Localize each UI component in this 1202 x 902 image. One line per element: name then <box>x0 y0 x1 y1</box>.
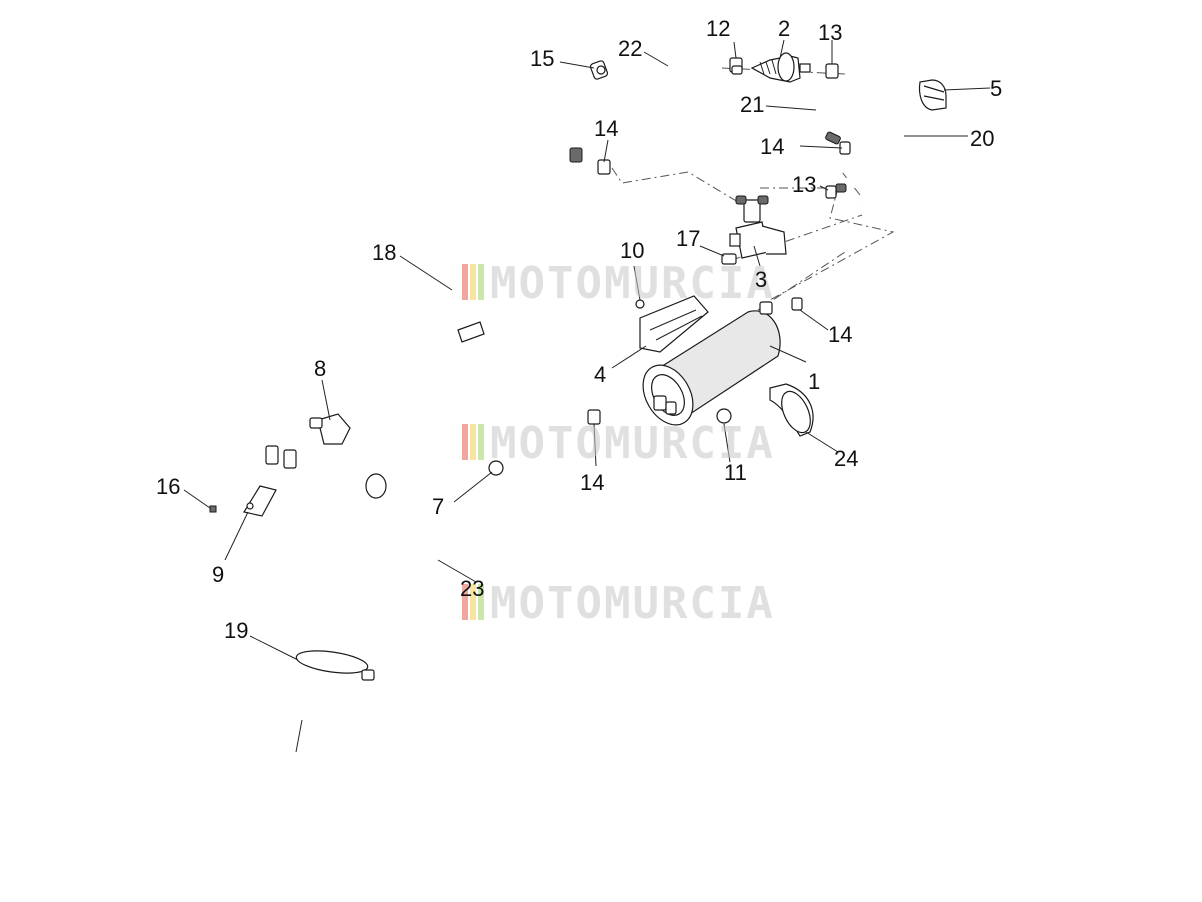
callout-13-lower[interactable]: 13 <box>792 172 816 197</box>
clamp-15[interactable] <box>589 60 609 80</box>
watermark-bottom: MOTOMURCIA <box>462 578 775 629</box>
hose-21[interactable] <box>813 85 875 194</box>
bracket-9[interactable] <box>243 485 277 517</box>
cable-tie-19[interactable] <box>295 647 375 681</box>
clip-7[interactable] <box>488 460 504 476</box>
callout-17[interactable]: 17 <box>676 226 700 251</box>
hose-20[interactable] <box>847 68 901 206</box>
callout-12[interactable]: 12 <box>706 16 730 41</box>
callout-24[interactable]: 24 <box>834 446 858 471</box>
watermark-top: MOTOMURCIA <box>462 258 775 309</box>
clamp-12[interactable] <box>729 57 743 75</box>
inline-filter-2[interactable] <box>750 52 811 83</box>
bracket-4[interactable] <box>635 295 709 353</box>
hose-18[interactable] <box>367 133 584 487</box>
watermark-text-middle: MOTOMURCIA <box>490 418 775 469</box>
callout-16[interactable]: 16 <box>156 474 180 499</box>
callout-21[interactable]: 21 <box>740 92 764 117</box>
callout-9[interactable]: 9 <box>212 562 224 587</box>
callout-14-middle[interactable]: 14 <box>580 470 604 495</box>
callout-3[interactable]: 3 <box>755 267 767 292</box>
clip-16[interactable] <box>209 505 217 513</box>
callout-4[interactable]: 4 <box>594 362 606 387</box>
callouts: 1 2 3 4 5 7 8 9 10 11 12 13 13 14 14 14 … <box>156 16 1002 643</box>
watermark-middle: MOTOMURCIA <box>462 418 775 469</box>
fitting-8[interactable] <box>309 413 351 445</box>
clip-5[interactable] <box>918 79 947 111</box>
callout-20[interactable]: 20 <box>970 126 994 151</box>
watermark-text-top: MOTOMURCIA <box>490 258 775 309</box>
callout-14-upper-right[interactable]: 14 <box>760 134 784 159</box>
callout-10[interactable]: 10 <box>620 238 644 263</box>
callout-2[interactable]: 2 <box>778 16 790 41</box>
clip-on-hose-18[interactable] <box>457 321 485 343</box>
callout-15[interactable]: 15 <box>530 46 554 71</box>
clamp-24[interactable] <box>769 383 816 437</box>
callout-5[interactable]: 5 <box>990 76 1002 101</box>
callout-8[interactable]: 8 <box>314 356 326 381</box>
callout-1[interactable]: 1 <box>808 369 820 394</box>
callout-11[interactable]: 11 <box>724 460 747 485</box>
leader-lines <box>183 39 991 661</box>
clamp-14-left-top[interactable] <box>597 159 611 175</box>
callout-14-top[interactable]: 14 <box>594 116 618 141</box>
callout-23[interactable]: 23 <box>460 576 484 601</box>
callout-18[interactable]: 18 <box>372 240 396 265</box>
callout-13-top[interactable]: 13 <box>818 20 842 45</box>
hose-lower-left[interactable] <box>216 445 392 501</box>
canister-1[interactable] <box>633 297 803 434</box>
callout-22[interactable]: 22 <box>618 36 642 61</box>
callout-14-right[interactable]: 14 <box>828 322 852 347</box>
solenoid-valve-3[interactable] <box>729 195 787 259</box>
callout-19[interactable]: 19 <box>224 618 248 643</box>
fitting-17[interactable] <box>721 253 737 265</box>
clamp-13-top[interactable] <box>825 63 839 79</box>
hose-22[interactable] <box>616 55 724 97</box>
watermark-text-bottom: MOTOMURCIA <box>490 578 775 629</box>
callout-7[interactable]: 7 <box>432 494 444 519</box>
clamp-13-lower[interactable] <box>825 185 837 199</box>
nut-11[interactable] <box>716 408 732 424</box>
